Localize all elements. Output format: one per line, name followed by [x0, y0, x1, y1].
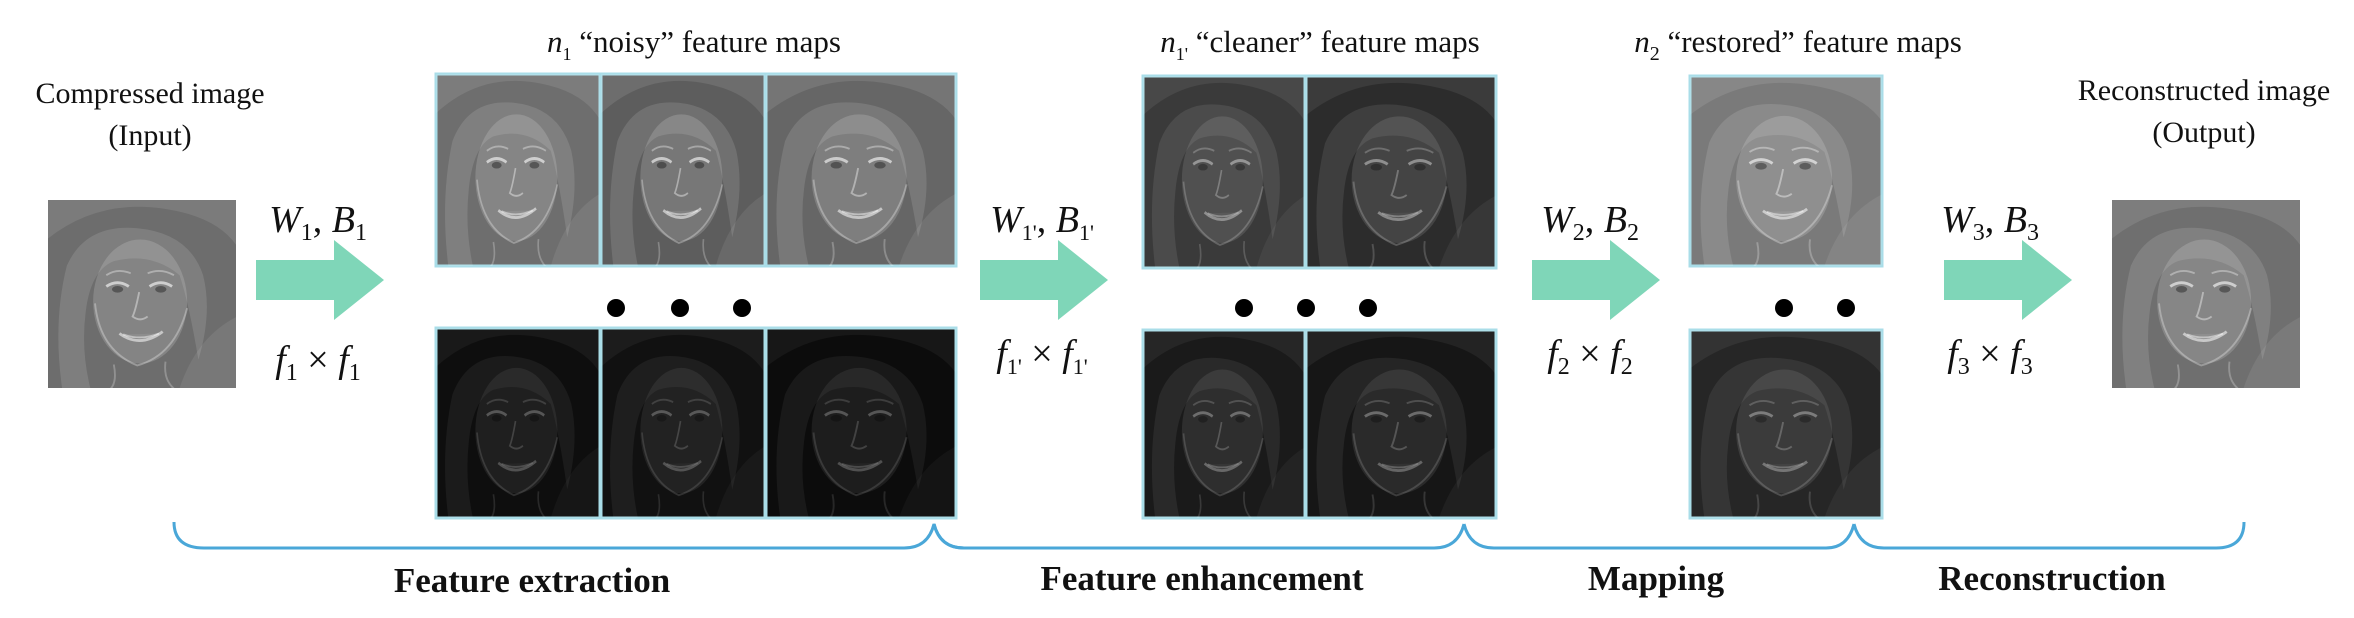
- cleaner-maps-top-row: [1141, 74, 1498, 270]
- cleaner-maps-ellipsis: [1235, 299, 1377, 317]
- op4-filter-size: f3 × f3: [1947, 333, 2033, 380]
- brace-extraction: [172, 521, 1380, 550]
- stage-label-enhancement: Feature enhancement: [1040, 559, 1363, 598]
- input-image: [48, 200, 236, 388]
- cleaner-maps-title: n1' “cleaner” feature maps: [1160, 24, 1479, 64]
- output-image: [2112, 200, 2300, 388]
- stage-braces: [172, 521, 2246, 550]
- output-title-line2: (Output): [2152, 116, 2255, 149]
- restored-maps-top: [1688, 74, 1884, 268]
- op1-filter-size: f1 × f1: [275, 339, 361, 386]
- cleaner-maps-bottom-row: [1141, 328, 1498, 520]
- stage-label-mapping: Mapping: [1588, 559, 1725, 598]
- noisy-maps-bottom-row: [434, 326, 958, 520]
- input-title-line2: (Input): [108, 119, 191, 152]
- op1-weights: W1, B1: [269, 199, 367, 246]
- operation-4: W3, B3 f3 × f3: [1941, 199, 2072, 380]
- operation-1: W1, B1 f1 × f1: [256, 199, 384, 386]
- noisy-maps-top-row: [434, 72, 958, 268]
- stage-label-extraction: Feature extraction: [394, 561, 670, 600]
- op1-arrow: [256, 240, 384, 320]
- restored-maps-bottom: [1688, 328, 1884, 520]
- op3-weights: W2, B2: [1541, 199, 1639, 246]
- brace-reconstruction: [1852, 521, 2246, 550]
- op2-weights: W1', B1': [990, 199, 1094, 245]
- noisy-maps-ellipsis: [607, 299, 751, 317]
- op3-arrow: [1532, 240, 1660, 320]
- noisy-maps-title: n1 “noisy” feature maps: [547, 24, 841, 64]
- brace-mapping: [1462, 523, 1856, 550]
- op3-filter-size: f2 × f2: [1547, 333, 1633, 380]
- operation-2: W1', B1' f1' × f1': [980, 199, 1108, 379]
- op4-weights: W3, B3: [1941, 199, 2039, 246]
- restored-maps-ellipsis: [1775, 299, 1855, 317]
- op2-arrow: [980, 240, 1108, 320]
- output-title-line1: Reconstructed image: [2078, 74, 2330, 107]
- brace-enhancement-tail: [932, 523, 1466, 550]
- stage-label-reconstruction: Reconstruction: [1938, 559, 2165, 598]
- operation-3: W2, B2 f2 × f2: [1532, 199, 1660, 380]
- restored-maps-title: n2 “restored” feature maps: [1634, 24, 1962, 65]
- input-title-line1: Compressed image: [35, 77, 264, 110]
- op4-arrow: [1944, 240, 2072, 320]
- op2-filter-size: f1' × f1': [996, 333, 1088, 379]
